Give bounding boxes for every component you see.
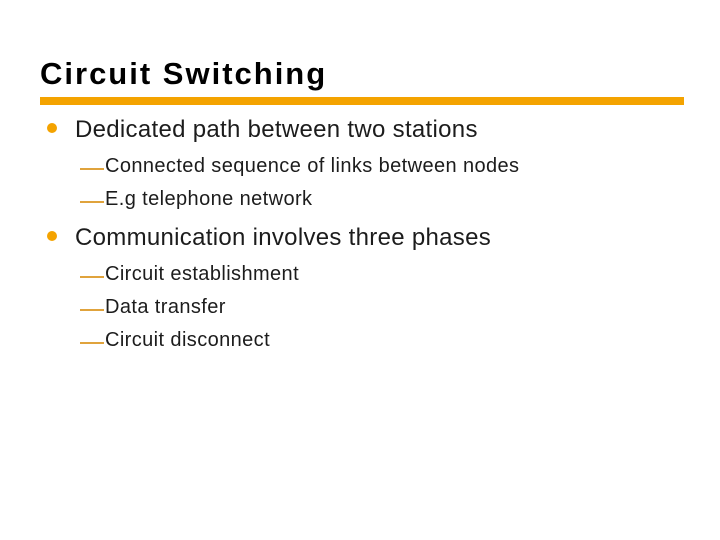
em-dash-icon — [80, 275, 104, 278]
slide-body: Dedicated path between two stations Conn… — [40, 110, 700, 357]
sub-bullet-item: Connected sequence of links between node… — [40, 150, 700, 183]
sub-bullet-text: E.g telephone network — [105, 188, 313, 210]
bullet-text: Communication involves three phases — [75, 224, 492, 251]
sub-bullet-text: Circuit disconnect — [105, 329, 271, 351]
em-dash-icon — [80, 341, 104, 344]
bullet-item: Communication involves three phases — [40, 218, 700, 258]
slide-title: Circuit Switching — [40, 56, 328, 91]
bullet-dot-icon — [47, 123, 57, 133]
bullet-item: Dedicated path between two stations — [40, 110, 700, 150]
em-dash-icon — [80, 308, 104, 311]
sub-bullet-text: Circuit establishment — [105, 263, 300, 285]
sub-bullet-item: Circuit disconnect — [40, 324, 700, 357]
em-dash-icon — [80, 167, 104, 170]
sub-bullet-item: Data transfer — [40, 291, 700, 324]
bullet-dot-icon — [47, 231, 57, 241]
sub-bullet-text: Data transfer — [105, 296, 226, 318]
title-underline — [40, 97, 684, 105]
sub-bullet-item: Circuit establishment — [40, 258, 700, 291]
sub-bullet-item: E.g telephone network — [40, 183, 700, 216]
em-dash-icon — [80, 200, 104, 203]
bullet-text: Dedicated path between two stations — [75, 116, 478, 143]
sub-bullet-text: Connected sequence of links between node… — [105, 155, 520, 177]
